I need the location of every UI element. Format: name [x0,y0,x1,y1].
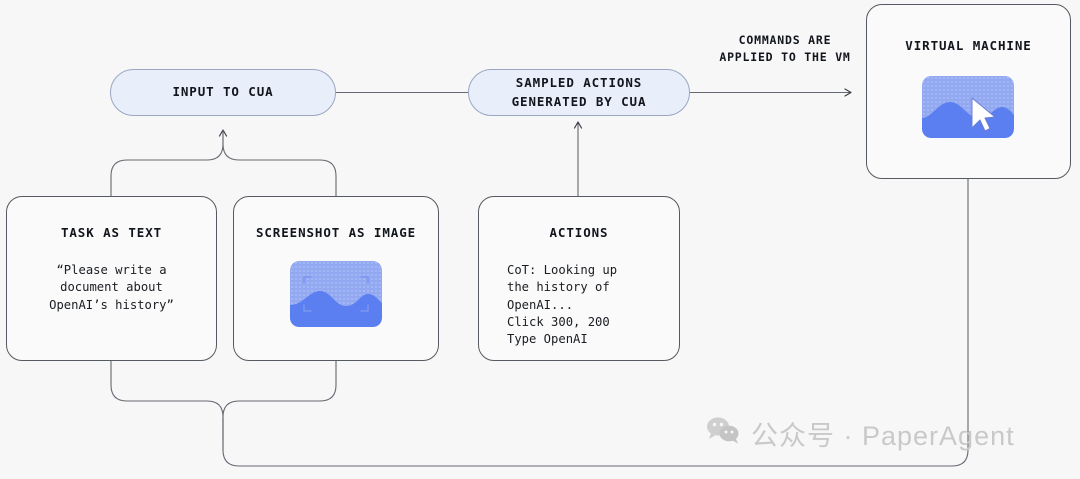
wire-task-bottom-branch [110,361,224,450]
watermark: 公众号 · PaperAgent [706,414,1015,453]
watermark-text: 公众号 · PaperAgent [751,421,1015,451]
screenshot-card-title: SCREENSHOT AS IMAGE [255,225,417,240]
task-card-body: “Please write a document about OpenAI’s … [49,263,174,312]
actions-card-title: ACTIONS [549,225,609,240]
sampled-pill-label: SAMPLED ACTIONS GENERATED BY CUA [511,75,647,109]
node-sampled-actions[interactable]: SAMPLED ACTIONS GENERATED BY CUA [468,69,690,116]
wire-screenshot-to-input [222,130,337,196]
annotation-commands-applied: COMMANDS ARE APPLIED TO THE VM [719,33,851,64]
card-actions[interactable]: ACTIONS CoT: Looking up the history of O… [478,196,680,361]
card-screenshot-as-image[interactable]: SCREENSHOT AS IMAGE [233,196,439,361]
wechat-icon [706,416,740,451]
actions-card-body: CoT: Looking up the history of OpenAI...… [507,263,618,347]
vm-card-title: VIRTUAL MACHINE [905,38,1032,53]
cursor-icon [971,97,996,132]
screenshot-thumbnail [290,261,382,327]
vm-screen-thumbnail [922,76,1014,138]
wire-task-to-input [110,129,228,196]
input-pill-label: INPUT TO CUA [172,84,274,100]
wire-screenshot-bottom-branch [222,361,337,440]
node-input-to-cua[interactable]: INPUT TO CUA [110,69,336,116]
task-card-title: TASK AS TEXT [60,225,163,240]
card-task-as-text[interactable]: TASK AS TEXT “Please write a document ab… [6,196,217,361]
